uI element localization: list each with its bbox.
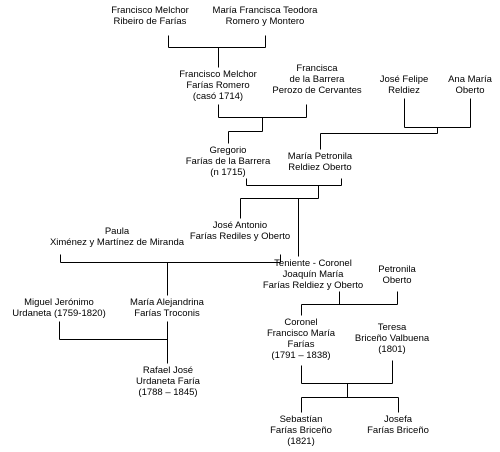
person-francisco-maria-farias: Coronel Francisco María Farías (1791 – 1… — [267, 317, 335, 361]
person-name-line: (1788 – 1845) — [138, 387, 198, 398]
person-maria-alejandrina-farias: María Alejandrina Farías Troconis — [130, 297, 204, 319]
person-name-line: Oberto — [382, 275, 412, 286]
person-ana-maria-oberto: Ana María Oberto — [448, 74, 492, 96]
person-name-line: Farías Troconis — [134, 308, 200, 319]
person-joaquin-maria-farias: Teniente - Coronel Joaquín María Farías … — [263, 258, 363, 291]
person-name-line: Miguel Jerónimo — [24, 297, 94, 308]
person-name-line: Perozo de Cervantes — [272, 85, 362, 96]
person-rafael-jose-urdaneta: Rafael José Urdaneta Faría (1788 – 1845) — [136, 365, 200, 398]
person-name-line: Rafael José — [142, 365, 194, 376]
person-name-line: María Petronila — [287, 151, 353, 162]
person-name-line: de la Barrera — [289, 74, 345, 85]
person-name-line: Farías Reldiez y Oberto — [262, 280, 364, 291]
person-name-line: Francisca — [296, 63, 338, 74]
person-name-line: Farías Romero — [186, 80, 250, 91]
person-name-line: Teniente - Coronel — [274, 258, 352, 269]
person-name-line: Oberto — [455, 85, 485, 96]
person-jose-felipe-reldiez: José Felipe Reldiez — [380, 74, 429, 96]
person-name-line: (1801) — [378, 344, 406, 355]
person-teresa-briceno: Teresa Briceño Valbuena (1801) — [355, 322, 429, 355]
person-name-line: Ximénez y Martínez de Miranda — [49, 237, 185, 248]
person-name-line: Francisco Melchor — [111, 5, 189, 16]
person-name-line: María Alejandrina — [130, 297, 204, 308]
person-name-line: Josefa — [384, 414, 412, 425]
person-name-line: José Antonio — [212, 220, 268, 231]
person-name-line: Farías Briceño — [270, 425, 332, 436]
person-name-line: Reldiez Oberto — [288, 162, 352, 173]
person-name-line: Farías — [287, 339, 315, 350]
person-name-line: Joaquín María — [282, 269, 344, 280]
person-name-line: Romero y Montero — [225, 16, 305, 27]
person-name-line: Coronel — [284, 317, 318, 328]
person-francisco-melchor-farias: Francisco Melchor Farías Romero (casó 17… — [179, 69, 257, 102]
person-name-line: (n 1715) — [210, 167, 246, 178]
person-jose-antonio-farias: José Antonio Farías Rediles y Oberto — [190, 220, 290, 242]
person-name-line: (1791 – 1838) — [271, 350, 331, 361]
person-francisca-barrera: Francisca de la Barrera Perozo de Cervan… — [272, 63, 361, 96]
person-name-line: Reldiez — [388, 85, 420, 96]
person-petronila-oberto: Petronila Oberto — [378, 264, 416, 286]
person-name-line: Sebastían — [279, 414, 323, 425]
person-name-line: Ana María — [448, 74, 492, 85]
person-name-line: Petronila — [378, 264, 416, 275]
person-name-line: Francisco María — [266, 328, 336, 339]
person-name-line: Paula — [104, 226, 130, 237]
person-maria-petronila-reldiez: María Petronila Reldiez Oberto — [288, 151, 352, 173]
person-sebastian-farias: Sebastían Farías Briceño (1821) — [270, 414, 332, 447]
person-josefa-farias: Josefa Farías Briceño — [367, 414, 429, 436]
person-francisco-melchor-ribeiro: Francisco Melchor Ribeiro de Farías — [111, 5, 189, 27]
person-name-line: Gregorio — [209, 145, 247, 156]
person-name-line: Teresa — [377, 322, 407, 333]
person-name-line: Farías Rediles y Oberto — [189, 231, 291, 242]
person-name-line: Ribeiro de Farías — [113, 16, 187, 27]
person-gregorio-farias: Gregorio Farías de la Barrera (n 1715) — [186, 145, 270, 178]
person-maria-francisca-teodora: María Francisca Teodora Romero y Montero — [213, 5, 318, 27]
person-name-line: Urdaneta Faría — [136, 376, 200, 387]
person-name-line: Farías de la Barrera — [185, 156, 271, 167]
person-name-line: Farías Briceño — [367, 425, 429, 436]
person-paula-ximenez: Paula Ximénez y Martínez de Miranda — [50, 226, 184, 248]
person-name-line: José Felipe — [379, 74, 429, 85]
person-name-line: Francisco Melchor — [179, 69, 257, 80]
person-miguel-jeronimo-urdaneta: Miguel Jerónimo Urdaneta (1759-1820) — [12, 297, 105, 319]
person-name-line: (1821) — [287, 436, 315, 447]
person-name-line: María Francisca Teodora — [212, 5, 318, 16]
person-name-line: (casó 1714) — [192, 91, 244, 102]
person-name-line: Briceño Valbuena — [354, 333, 430, 344]
person-name-line: Urdaneta (1759-1820) — [12, 308, 106, 319]
